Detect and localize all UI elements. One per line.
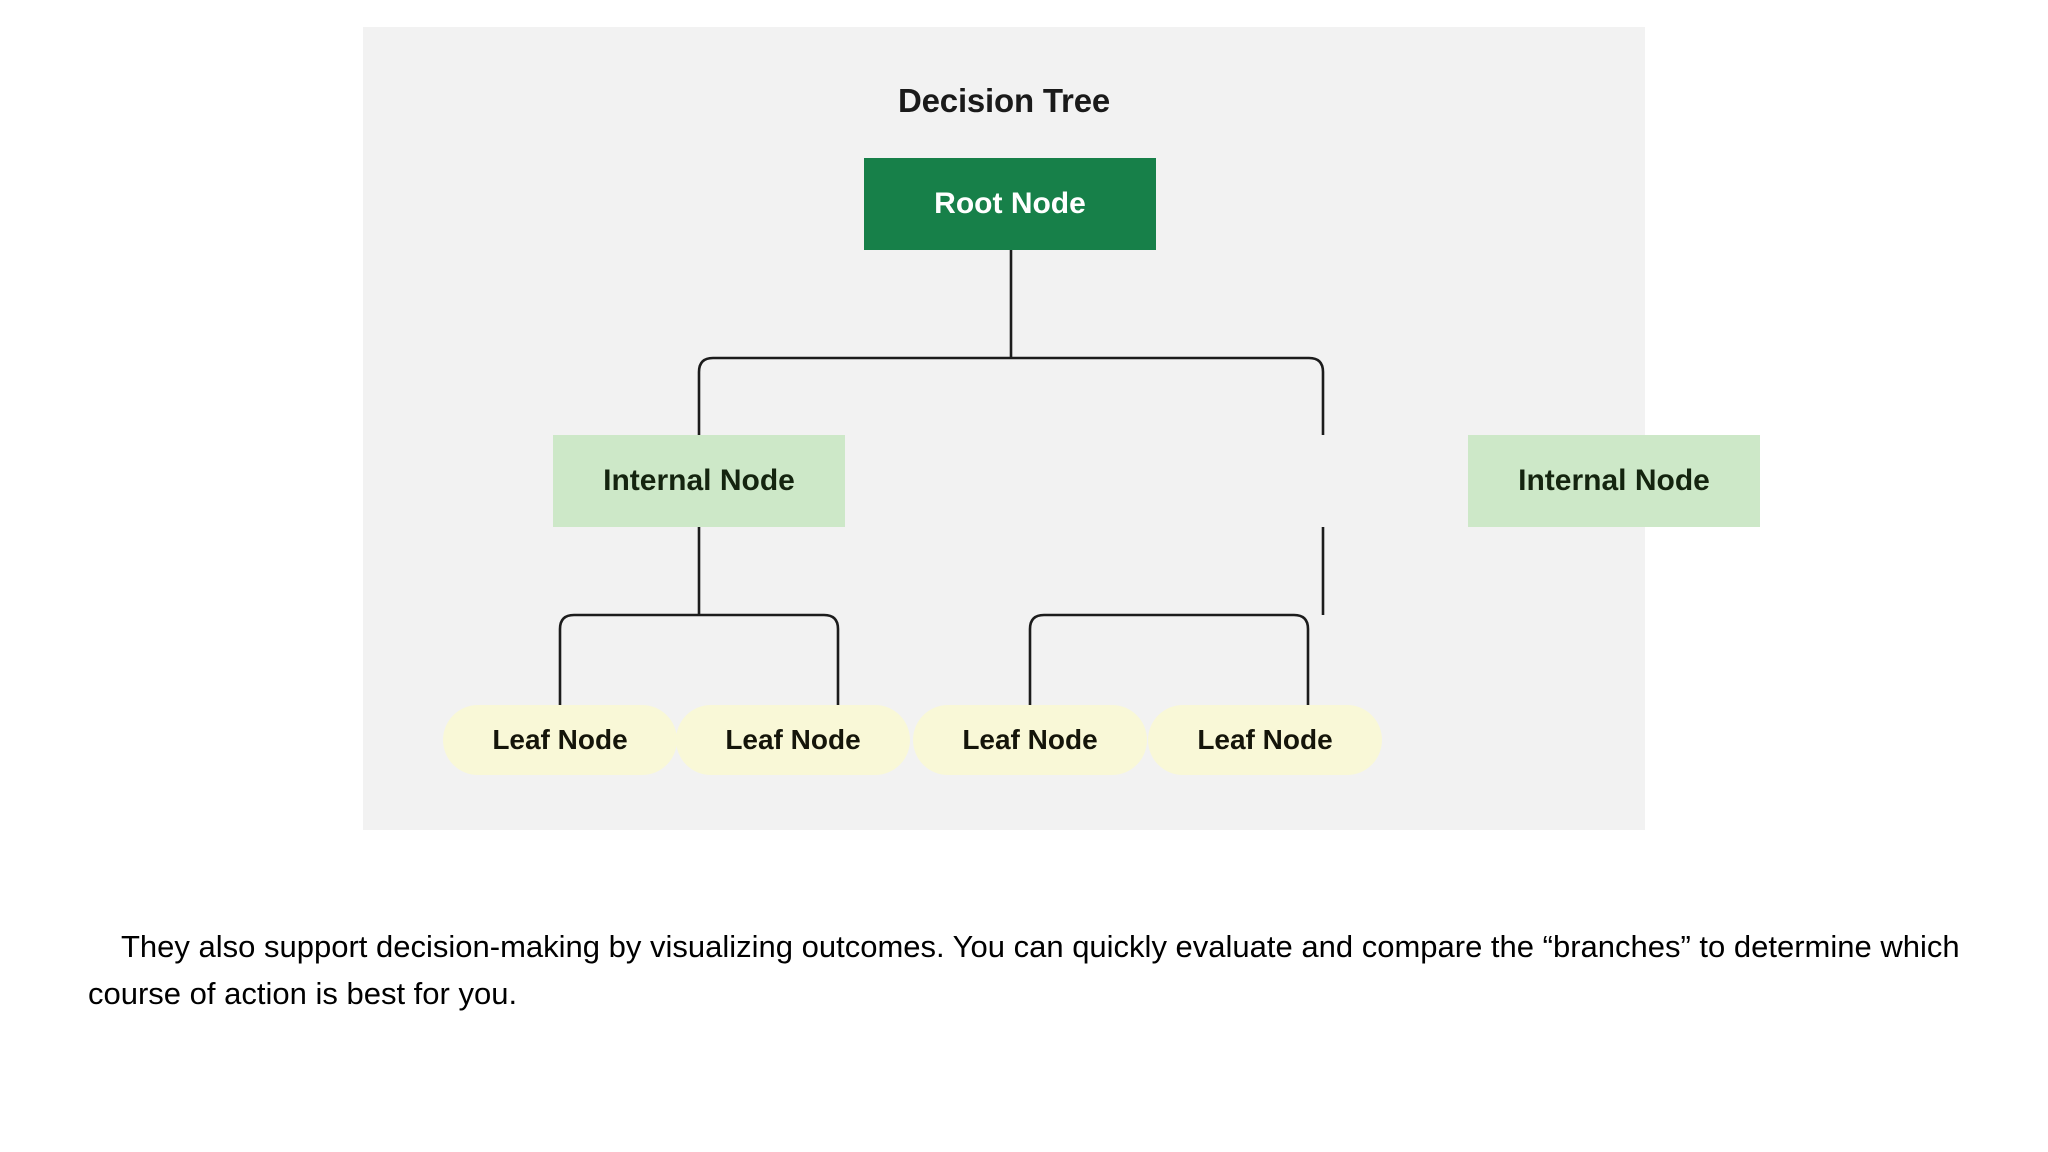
node-leaf-3: Leaf Node bbox=[913, 705, 1147, 775]
tree-connector-lines bbox=[558, 250, 1325, 705]
diagram-title: Decision Tree bbox=[898, 82, 1110, 119]
node-internal-right: Internal Node bbox=[1468, 435, 1760, 527]
decision-tree-figure: Decision Tree Root Node Internal Node In… bbox=[363, 27, 1760, 830]
body-paragraph: They also support decision-making by vis… bbox=[88, 929, 1960, 1011]
connector-root-to-internal bbox=[697, 356, 1325, 435]
node-leaf-2: Leaf Node bbox=[676, 705, 910, 775]
node-leaf-4: Leaf Node bbox=[1148, 705, 1382, 775]
node-leaf-1: Leaf Node bbox=[443, 705, 677, 775]
connector-internal-left-to-leaves bbox=[558, 613, 840, 705]
connector-internal-right-to-leaves bbox=[1028, 613, 1310, 705]
node-root: Root Node bbox=[864, 158, 1156, 250]
node-internal-left: Internal Node bbox=[553, 435, 845, 527]
